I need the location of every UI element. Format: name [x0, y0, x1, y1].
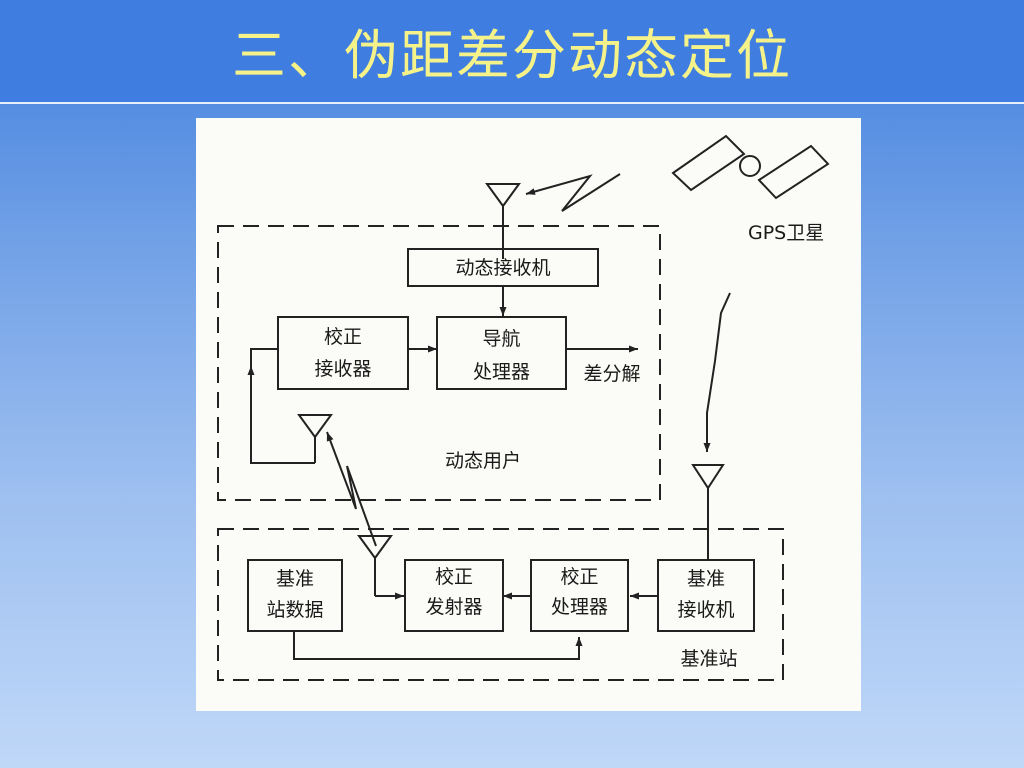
- rover-group-label: 动态用户: [444, 450, 521, 472]
- base-antenna-icon: [691, 464, 725, 560]
- title-bar: [0, 0, 1024, 102]
- correction-receiver-label-2: 接收器: [314, 358, 372, 380]
- station-data-box: [247, 559, 343, 632]
- base-tx-antenna-icon: [357, 535, 393, 596]
- correction-processor-label-1: 校正: [560, 566, 599, 588]
- nav-processor-box: [436, 316, 567, 390]
- rover-group-boundary: [217, 225, 661, 501]
- correction-processor-box: [530, 559, 629, 632]
- satellite-label: GPS卫星: [748, 222, 825, 244]
- station-data-label-2: 站数据: [266, 599, 324, 621]
- satellite-signal-rover: [525, 173, 621, 212]
- base-receiver-box: [657, 559, 755, 632]
- title-divider: [0, 102, 1024, 104]
- base-group-boundary: [217, 528, 784, 681]
- correction-antenna-feed: [250, 348, 315, 464]
- gps-satellite-icon: [671, 134, 830, 200]
- dgps-diagram: GPS卫星 动态接收机 校正 接收器 导航 处理器 差分解 动态用户 基准 站数…: [196, 118, 861, 711]
- base-receiver-label-2: 接收机: [677, 599, 735, 621]
- radio-correction-link: [326, 431, 377, 547]
- rover-antenna-icon: [485, 183, 521, 259]
- base-group-label: 基准站: [680, 648, 738, 670]
- diagram-lines: [217, 134, 830, 681]
- satellite-signal-base: [703, 292, 731, 452]
- station-data-feed: [293, 631, 583, 660]
- correction-transmitter-label-2: 发射器: [425, 596, 483, 618]
- nav-processor-label-1: 导航: [482, 328, 521, 350]
- slide-title: 三、伪距差分动态定位: [232, 24, 792, 87]
- correction-transmitter-label-1: 校正: [434, 566, 473, 588]
- base-receiver-label-1: 基准: [686, 568, 725, 590]
- nav-processor-label-2: 处理器: [472, 361, 530, 383]
- rover-receiver-box: [407, 248, 599, 287]
- correction-receiver-label-1: 校正: [323, 326, 362, 348]
- differential-solution-label: 差分解: [583, 363, 641, 385]
- station-data-label-1: 基准: [275, 568, 314, 590]
- rover-receiver-label: 动态接收机: [455, 257, 551, 279]
- rover-correction-antenna-icon: [297, 414, 333, 463]
- correction-receiver-box: [277, 316, 409, 390]
- correction-transmitter-box: [404, 559, 504, 632]
- correction-processor-label-2: 处理器: [550, 596, 608, 618]
